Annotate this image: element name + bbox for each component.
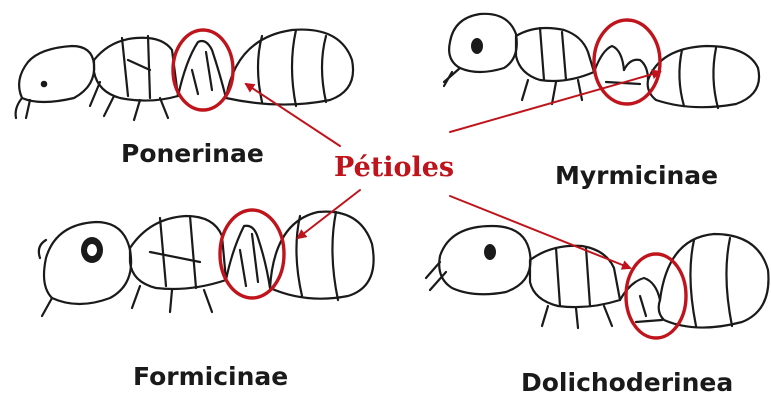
label-myrmicinae: Myrmicinae xyxy=(555,161,718,190)
formicinae-petiole-circle xyxy=(220,210,284,298)
formicinae-ant-drawing xyxy=(39,212,374,316)
myrmicinae-petiole-circle xyxy=(594,20,660,104)
arrow-to-dolichoderinea xyxy=(450,196,630,268)
arrow-to-formicinae xyxy=(298,190,360,238)
label-dolichoderinea: Dolichoderinea xyxy=(521,368,733,397)
dolichoderinea-ant-drawing xyxy=(426,226,768,328)
myrmicinae-ant-drawing xyxy=(444,14,759,108)
dolichoderinea-petiole-circle xyxy=(626,254,686,338)
ponerinae-ant-drawing xyxy=(16,30,353,120)
label-ponerinae: Ponerinae xyxy=(121,139,264,168)
label-formicinae: Formicinae xyxy=(133,362,288,391)
label-petioles: Pétioles xyxy=(334,152,454,183)
